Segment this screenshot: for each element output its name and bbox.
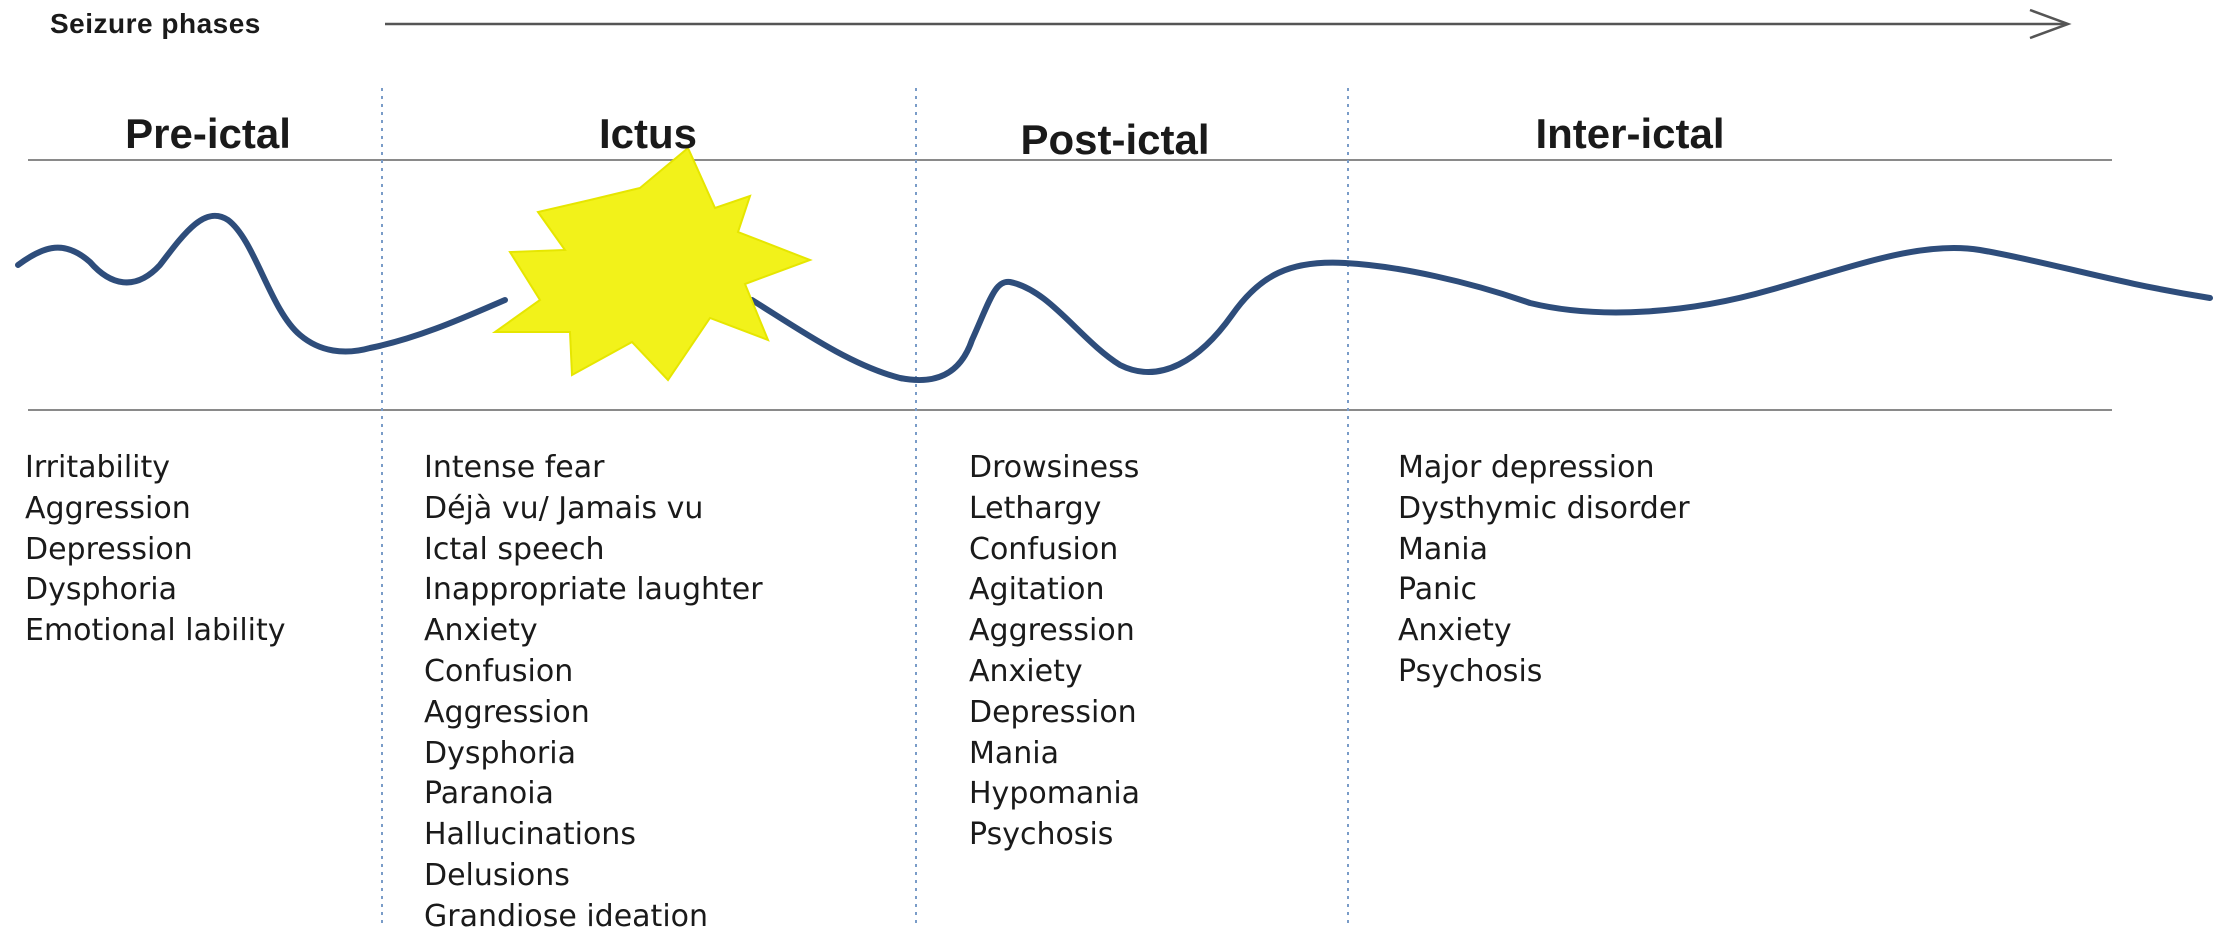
symptom-item: Drowsiness: [969, 450, 1140, 485]
symptom-list-pre-ictal: Irritability Aggression Depression Dysph…: [25, 448, 286, 652]
symptom-item: Aggression: [969, 613, 1135, 649]
phase-title-inter-ictal: Inter-ictal: [1535, 110, 1725, 157]
symptom-item: Anxiety: [424, 613, 538, 649]
phase-title-pre-ictal: Pre-ictal: [125, 110, 291, 157]
symptom-item: Dysphoria: [424, 735, 576, 771]
symptom-item: Déjà vu/ Jamais vu: [424, 490, 704, 526]
symptom-item: Depression: [25, 531, 193, 567]
phase-title-post-ictal: Post-ictal: [1020, 116, 1210, 163]
symptom-item: Hallucinations: [424, 817, 636, 853]
activity-wave: [15, 212, 2213, 384]
symptom-item: Lethargy: [969, 490, 1102, 526]
phase-title-ictus: Ictus: [598, 110, 698, 157]
symptom-item: Panic: [1398, 572, 1477, 608]
symptom-item: Confusion: [424, 653, 574, 689]
symptom-list-inter-ictal: Major depression Dysthymic disorder Mani…: [1398, 448, 1690, 693]
symptom-list-post-ictal: Drowsiness Lethargy Confusion Agitation …: [969, 448, 1140, 856]
symptom-item: Grandiose ideation: [424, 898, 709, 934]
timeline-label: Seizure phases: [50, 8, 261, 39]
symptom-item: Anxiety: [1398, 613, 1512, 649]
symptom-item: Ictal speech: [424, 531, 605, 567]
symptom-item: Major depression: [1398, 450, 1655, 485]
symptom-item: Intense fear: [424, 450, 605, 485]
symptom-list-ictus: Intense fear Déjà vu/ Jamais vu Ictal sp…: [424, 448, 763, 938]
symptom-item: Dysthymic disorder: [1398, 490, 1690, 526]
symptom-item: Emotional lability: [25, 613, 286, 649]
symptom-item: Anxiety: [969, 653, 1083, 689]
symptom-item: Inappropriate laughter: [424, 572, 763, 608]
seizure-burst-shape: [491, 146, 813, 382]
symptom-item: Confusion: [969, 531, 1119, 567]
symptom-item: Aggression: [25, 490, 191, 526]
symptom-item: Agitation: [969, 572, 1105, 608]
symptom-item: Depression: [969, 694, 1137, 730]
timeline-arrow-head: [2029, 8, 2072, 40]
symptom-item: Paranoia: [424, 776, 554, 812]
symptom-item: Mania: [1398, 531, 1488, 567]
symptom-item: Psychosis: [1398, 653, 1543, 689]
symptom-item: Irritability: [25, 450, 171, 485]
symptom-item: Psychosis: [969, 817, 1114, 853]
symptom-item: Aggression: [424, 694, 590, 730]
symptom-item: Hypomania: [969, 776, 1141, 812]
symptom-item: Mania: [969, 735, 1059, 771]
symptom-item: Delusions: [424, 857, 570, 893]
symptom-item: Dysphoria: [25, 572, 177, 608]
